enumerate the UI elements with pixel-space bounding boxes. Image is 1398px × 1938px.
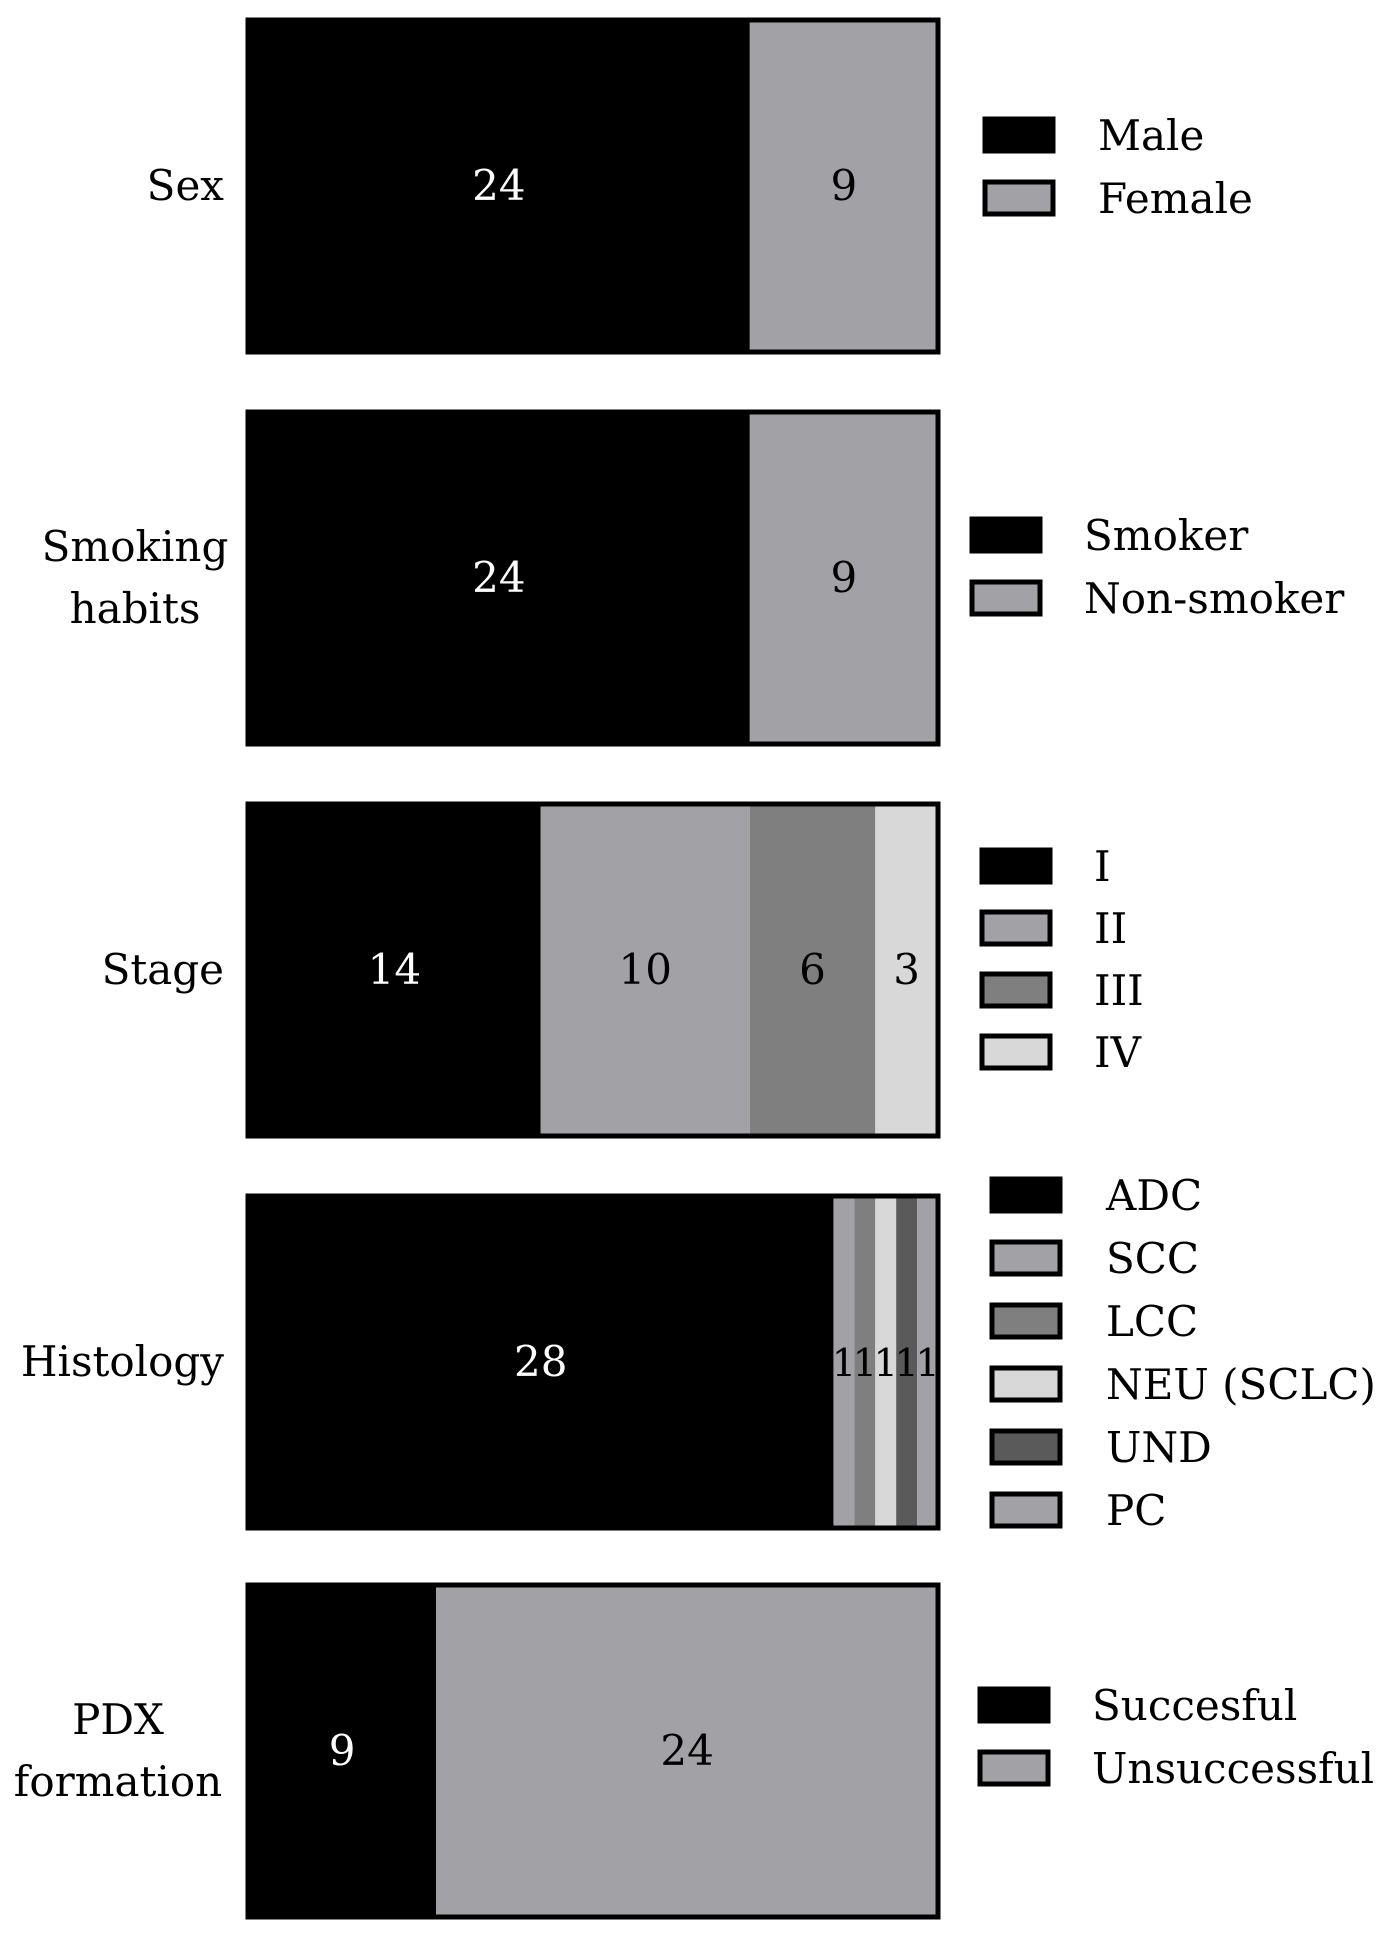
bar-outline: [245, 409, 941, 747]
data-label: 24: [660, 1726, 713, 1775]
bar-segment: [248, 804, 541, 1136]
legend-swatch: [977, 1749, 1051, 1787]
legend-label: NEU (SCLC): [1106, 1360, 1376, 1409]
category-label: Stage: [102, 945, 224, 994]
legend-swatch: [982, 116, 1056, 154]
legend-label: LCC: [1106, 1297, 1198, 1346]
legend-label: PC: [1106, 1486, 1166, 1535]
legend-swatch: [979, 909, 1053, 947]
data-label: 1: [853, 1341, 877, 1385]
legend-label: ADC: [1105, 1171, 1202, 1220]
category-label: PDX: [72, 1695, 164, 1744]
category-label: Smoking: [42, 522, 229, 571]
data-label: 24: [472, 553, 525, 602]
bar-segment: [248, 412, 750, 744]
bar-segment: [248, 1585, 437, 1917]
legend-swatch: [989, 1365, 1063, 1403]
bar-segment: [833, 1196, 855, 1528]
data-label: 9: [831, 161, 858, 210]
bar-segment: [917, 1196, 938, 1528]
legend-swatch: [969, 516, 1043, 554]
data-label: 10: [619, 945, 672, 994]
legend-label: Non-smoker: [1084, 574, 1345, 623]
data-label: 9: [329, 1726, 356, 1775]
legend-label: II: [1094, 904, 1127, 953]
bar-segment: [749, 412, 938, 744]
category-label: formation: [14, 1757, 222, 1806]
legend-swatch: [989, 1302, 1063, 1340]
legend-label: Succesful: [1092, 1681, 1297, 1730]
bar-segment: [854, 1196, 876, 1528]
bar-segment: [875, 1196, 897, 1528]
data-label: 6: [799, 945, 826, 994]
bar-segment: [540, 804, 750, 1136]
bar-outline: [245, 801, 941, 1139]
legend-swatch: [969, 579, 1043, 617]
legend-swatch: [979, 971, 1053, 1009]
legend-label: III: [1094, 966, 1144, 1015]
legend-swatch: [977, 1686, 1051, 1724]
data-label: 9: [831, 553, 858, 602]
legend-label: Unsuccessful: [1092, 1744, 1374, 1793]
data-label: 3: [893, 945, 920, 994]
category-label: Sex: [147, 161, 225, 210]
category-label: Histology: [21, 1337, 224, 1386]
data-label: 24: [472, 161, 525, 210]
bar-outline: [245, 1193, 941, 1531]
bar-segment: [896, 1196, 918, 1528]
legend-label: SCC: [1106, 1234, 1199, 1283]
legend-swatch: [989, 1428, 1063, 1466]
bar-segment: [436, 1585, 938, 1917]
data-label: 14: [368, 945, 421, 994]
legend-label: Male: [1098, 111, 1204, 160]
legend-swatch: [982, 179, 1056, 217]
bar-outline: [245, 17, 941, 355]
bar-segment: [875, 804, 938, 1136]
data-label: 1: [895, 1341, 919, 1385]
bar-segment: [749, 804, 876, 1136]
legend-label: Female: [1098, 174, 1253, 223]
data-label: 1: [832, 1341, 856, 1385]
bar-segment: [248, 20, 750, 352]
legend-label: UND: [1106, 1423, 1212, 1472]
legend-label: IV: [1094, 1028, 1142, 1077]
bar-segment: [248, 1196, 834, 1528]
bar-segment: [749, 20, 938, 352]
legend-swatch: [989, 1239, 1063, 1277]
legend-swatch: [979, 847, 1053, 885]
legend-label: Smoker: [1084, 511, 1249, 560]
legend-swatch: [989, 1176, 1063, 1214]
legend-swatch: [979, 1033, 1053, 1071]
legend-swatch: [989, 1491, 1063, 1529]
category-label: habits: [70, 584, 201, 633]
legend-label: I: [1094, 842, 1111, 891]
data-label: 1: [874, 1341, 898, 1385]
bar-outline: [245, 1582, 941, 1920]
data-label: 28: [514, 1337, 567, 1386]
